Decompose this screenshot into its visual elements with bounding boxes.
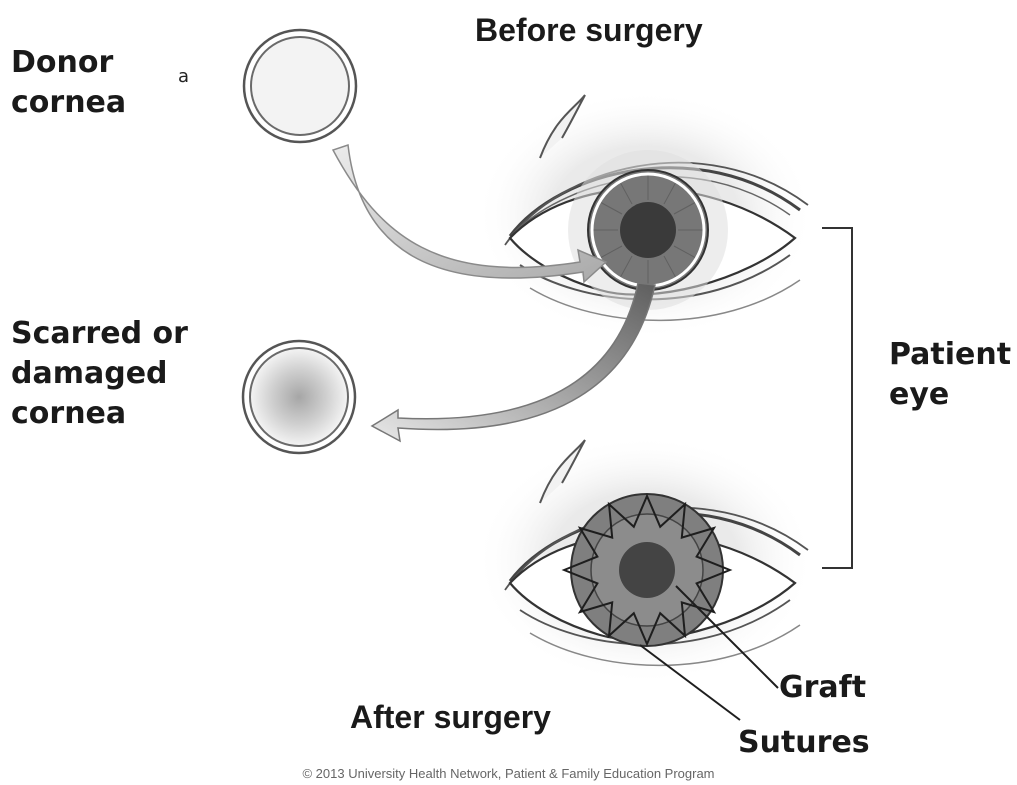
sutures-label: Sutures xyxy=(738,723,870,763)
damaged-cornea-line-1: Scarred or xyxy=(11,314,188,354)
donor-cornea-line-1: Donor xyxy=(11,43,126,83)
donor-cornea-line-2: cornea xyxy=(11,83,126,123)
before-surgery-label: Before surgery xyxy=(475,9,703,52)
after-surgery-label: After surgery xyxy=(350,696,551,739)
patient-eye-bracket xyxy=(822,228,852,568)
damaged-cornea-line-2: damaged xyxy=(11,354,188,394)
donor-cornea-disc xyxy=(244,30,356,142)
eye-after-surgery xyxy=(475,435,815,685)
damaged-cornea-disc xyxy=(243,341,355,453)
stray-glyph: a xyxy=(178,66,189,87)
graft-label: Graft xyxy=(779,668,866,708)
damaged-cornea-line-3: cornea xyxy=(11,394,188,434)
donor-cornea-label: Donor cornea xyxy=(11,43,126,123)
patient-eye-line-2: eye xyxy=(889,375,1011,415)
patient-eye-label: Patient eye xyxy=(889,335,1011,415)
patient-eye-line-1: Patient xyxy=(889,335,1011,375)
copyright-notice: © 2013 University Health Network, Patien… xyxy=(0,766,1017,781)
damaged-cornea-label: Scarred or damaged cornea xyxy=(11,314,188,434)
